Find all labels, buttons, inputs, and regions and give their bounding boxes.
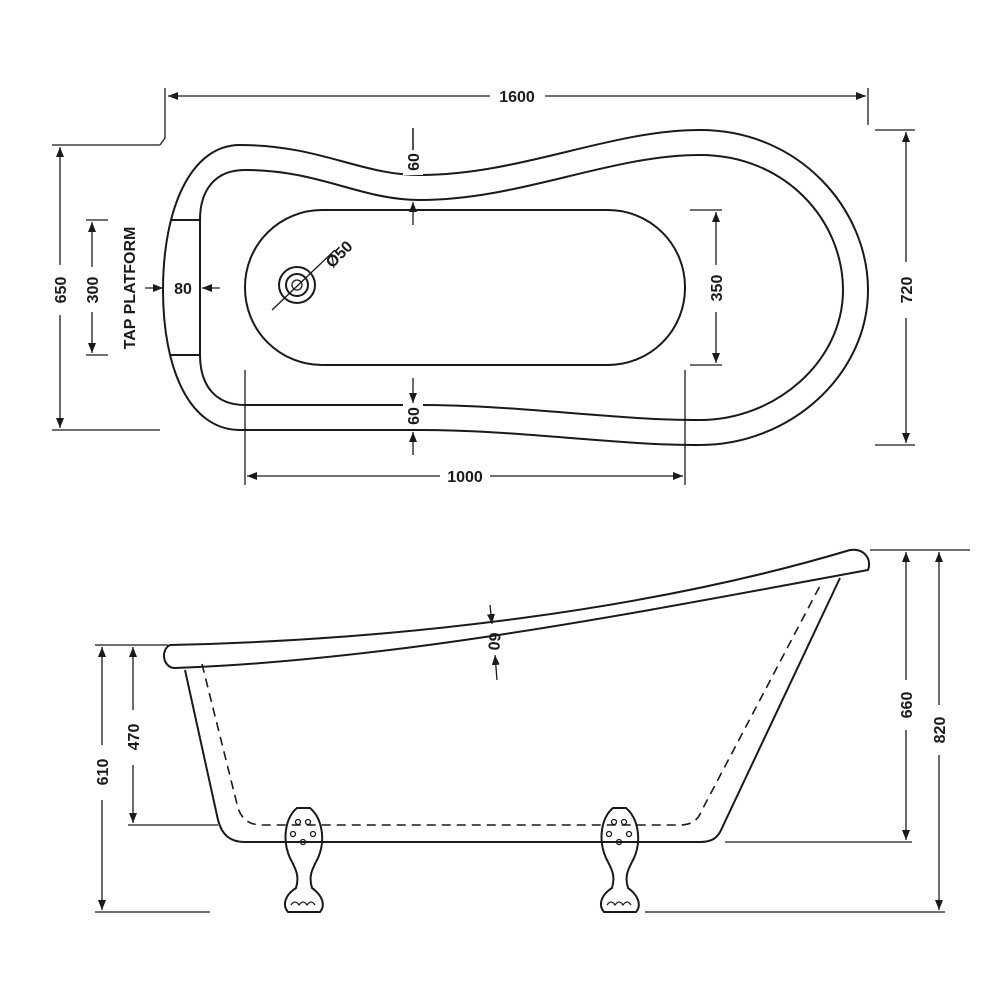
inner-outline — [199, 153, 845, 422]
dim-rim-thickness: 60 — [484, 632, 502, 651]
rim — [163, 548, 870, 670]
dim-width-left: 650 — [53, 277, 70, 304]
dim-right-height: 820 — [932, 717, 949, 744]
dim-rim-bottom: 60 — [406, 407, 423, 425]
claw-foot-right-icon — [599, 807, 640, 913]
dim-right-inner-height: 660 — [899, 692, 916, 719]
inner-basin-dashed — [201, 581, 823, 826]
tap-platform — [170, 219, 200, 356]
dim-rim-top: 60 — [406, 153, 423, 171]
outer-body — [184, 577, 841, 843]
dim-left-height: 610 — [95, 759, 112, 786]
dim-width-right: 720 — [899, 277, 916, 304]
side-view: 60 610 470 660 820 — [95, 548, 970, 913]
tap-platform-label: TAP PLATFORM — [122, 227, 139, 350]
dim-waste-diameter: Ø50 — [323, 238, 356, 271]
dim-left-inner-depth: 470 — [126, 724, 143, 751]
top-view: 1600 720 650 300 TAP PLATFORM 80 60 60 — [52, 88, 916, 486]
dim-basin-length: 1000 — [447, 469, 483, 486]
waste-drain-icon — [278, 266, 316, 304]
dim-length: 1600 — [499, 89, 535, 106]
basin — [244, 209, 686, 366]
dim-tap-platform-depth: 80 — [174, 281, 192, 298]
claw-foot-left-icon — [283, 807, 324, 913]
dim-tap-platform-width: 300 — [85, 277, 102, 304]
outer-outline — [161, 128, 870, 447]
dim-basin-width: 350 — [709, 275, 726, 302]
